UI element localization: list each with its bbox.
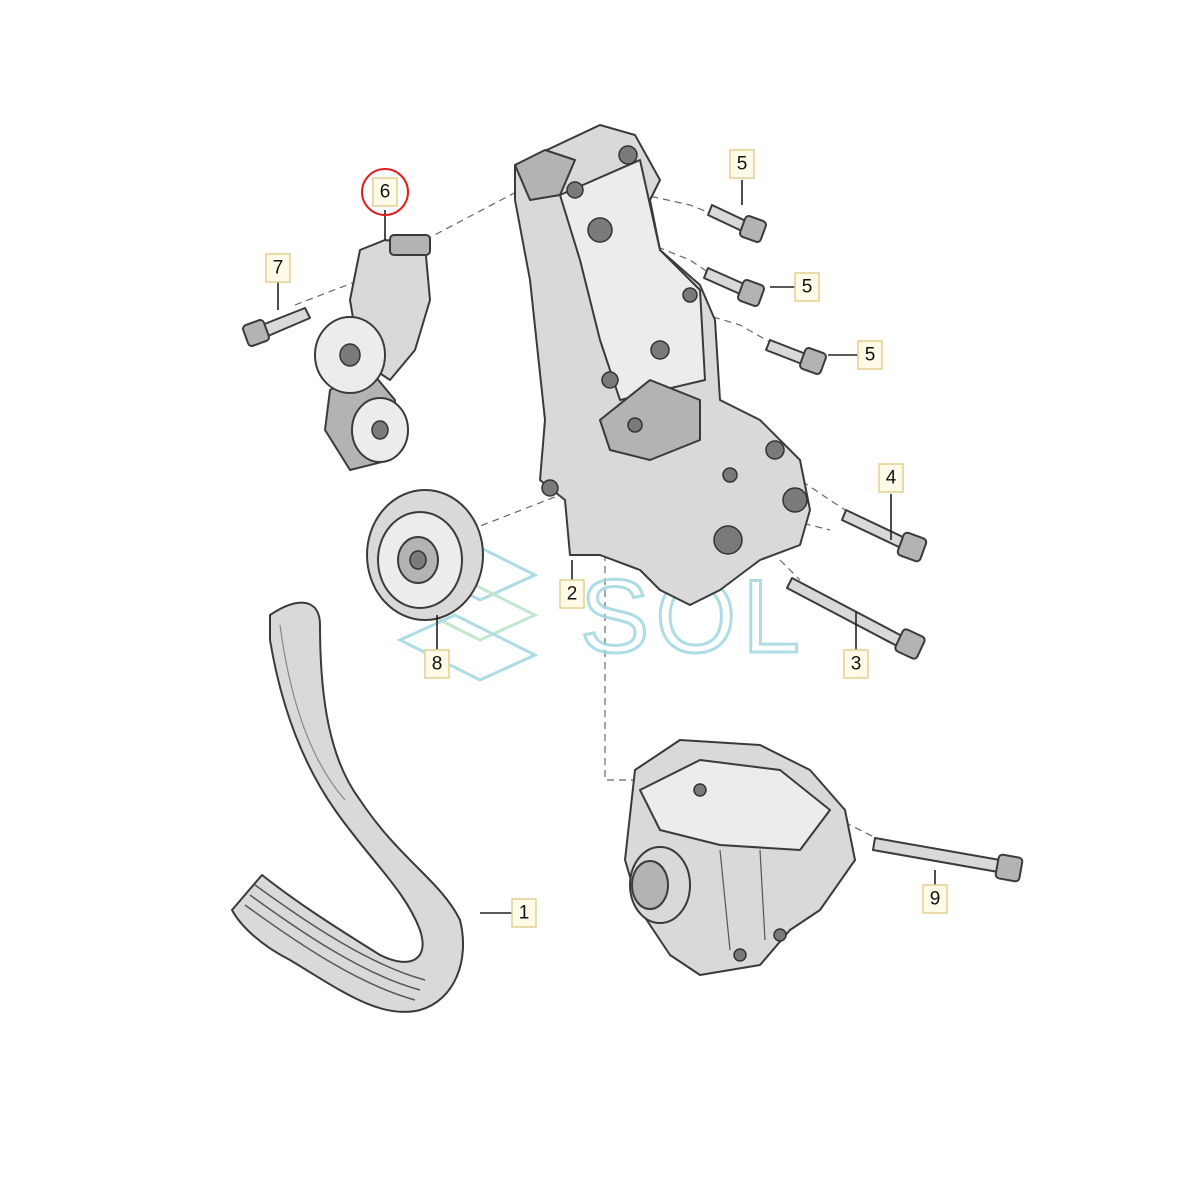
- callout-8: 8: [424, 649, 450, 679]
- callout-1-label: 1: [519, 903, 530, 924]
- leader-lines: [277, 180, 936, 914]
- callout-6-label: 6: [380, 182, 391, 203]
- bolt-7-part: [242, 307, 311, 347]
- callout-8-label: 8: [432, 654, 443, 675]
- callout-5b-label: 5: [802, 277, 813, 298]
- callout-4: 4: [878, 463, 904, 493]
- bracket-part: [514, 124, 811, 606]
- callout-3: 3: [843, 649, 869, 679]
- callout-5a-label: 5: [737, 154, 748, 175]
- callout-1: 1: [511, 898, 537, 928]
- bolt-4-part: [841, 509, 928, 563]
- alternator-part: [624, 739, 856, 976]
- callout-3-label: 3: [851, 654, 862, 675]
- bolt-3-part: [786, 577, 926, 660]
- callout-5b: 5: [794, 272, 820, 302]
- callout-6: 6: [361, 168, 409, 216]
- bolt-5b-part: [703, 267, 765, 307]
- tensioner-part: [314, 234, 431, 471]
- callout-7: 7: [265, 253, 291, 283]
- bolt-5a-part: [707, 204, 767, 243]
- bolt-5c-part: [765, 339, 827, 375]
- bolt-9-part: [872, 837, 1024, 883]
- callout-4-label: 4: [886, 468, 897, 489]
- pulley-part: [366, 489, 484, 621]
- callout-5c-label: 5: [865, 345, 876, 366]
- callout-9-label: 9: [930, 889, 941, 910]
- callout-2-label: 2: [567, 584, 578, 605]
- callout-5c: 5: [857, 340, 883, 370]
- callout-6-highlight-ring: [361, 168, 409, 216]
- callout-5a: 5: [729, 149, 755, 179]
- callout-2: 2: [559, 579, 585, 609]
- callout-7-label: 7: [273, 258, 284, 279]
- belt-part: [231, 601, 465, 1013]
- callout-9: 9: [922, 884, 948, 914]
